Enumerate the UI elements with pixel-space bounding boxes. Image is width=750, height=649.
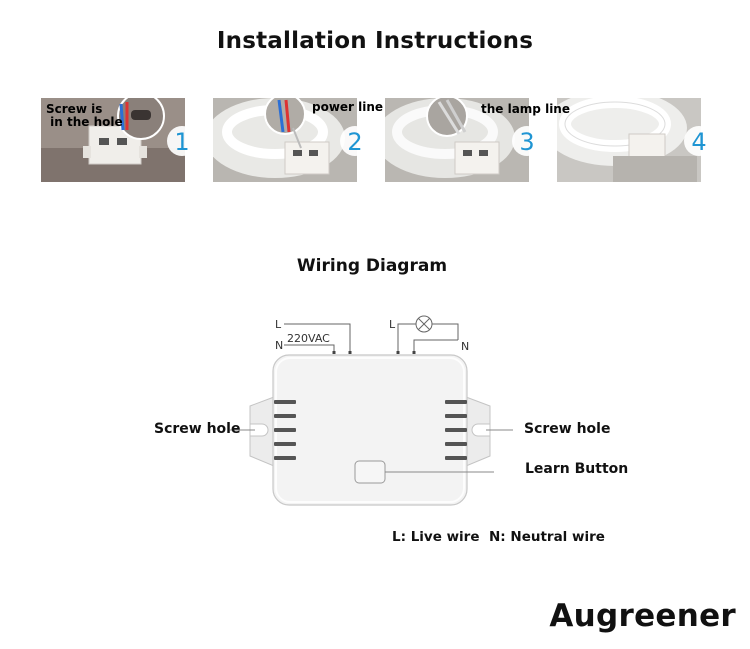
step-3-label: the lamp line [481, 102, 570, 116]
step-photo-2 [213, 98, 357, 182]
output-l-label: L [389, 318, 396, 331]
step-1-label: Screw is in the hole [46, 102, 123, 129]
learn-button-label: Learn Button [525, 461, 629, 477]
vent-slots-right [445, 400, 467, 460]
brand-logo-text: Augreener [549, 598, 736, 634]
wiring-diagram: L N 220VAC L N [230, 315, 513, 506]
callout-lines [230, 429, 513, 473]
input-l-label: L [275, 318, 282, 331]
step-photo-1 [41, 98, 185, 182]
voltage-label: 220VAC [287, 332, 330, 345]
vent-slots-left [274, 400, 296, 460]
step-photo-4 [557, 98, 701, 182]
step-2-label: power line [312, 100, 384, 114]
terminal-dots [332, 351, 416, 354]
legend-neutral-wire: N: Neutral wire [489, 529, 605, 545]
input-wires [284, 323, 351, 352]
mounting-ear-right [465, 396, 491, 467]
wiring-diagram-title: Wiring Diagram [296, 256, 448, 276]
output-wires [397, 323, 459, 352]
step-photo-3 [385, 98, 529, 182]
screw-hole-left-label: Screw hole [154, 421, 241, 437]
screw-hole-right-label: Screw hole [524, 421, 611, 437]
mounting-ear-left [249, 396, 275, 467]
learn-button[interactable] [354, 460, 386, 484]
page-title: Installation Instructions [216, 28, 534, 54]
input-n-label: N [275, 339, 283, 352]
lamp-icon [415, 315, 433, 333]
output-n-label: N [461, 340, 469, 353]
legend-live-wire: L: Live wire [392, 529, 480, 545]
